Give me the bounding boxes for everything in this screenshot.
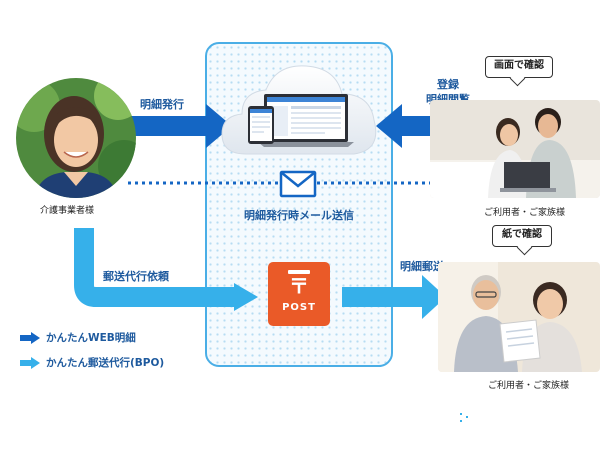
cloud-icon: [221, 65, 377, 155]
users-laptop-photo: [430, 100, 600, 198]
users-bottom-caption: ご利用者・ご家族様: [488, 381, 570, 391]
postal-request-label: 郵送代行依頼: [103, 270, 169, 283]
sparkle-dots: [460, 413, 468, 422]
postal-label: 明細郵送: [400, 260, 444, 273]
legend-arrow-dark-icon: [20, 331, 40, 344]
register-label-line1: 登録: [437, 78, 459, 91]
bubble-paper: 紙で確認: [492, 225, 552, 247]
provider-caption: 介護事業者様: [40, 206, 95, 216]
legend-arrow-light-icon: [20, 356, 40, 369]
bubble-screen: 画面で確認: [485, 56, 553, 78]
legend-item-web: かんたんWEB明細: [20, 330, 164, 345]
mail-envelope-icon: [279, 170, 317, 198]
arrow-postal: [342, 275, 446, 319]
legend-label-web: かんたんWEB明細: [46, 332, 136, 344]
postal-mark: 〒: [289, 274, 309, 298]
arrow-issue: [118, 104, 232, 148]
legend-item-bpo: かんたん郵送代行(BPO): [20, 355, 164, 370]
mail-label: 明細発行時メール送信: [244, 209, 354, 222]
post-slot: [288, 270, 310, 274]
post-text: POST: [282, 302, 316, 313]
legend: かんたんWEB明細 かんたん郵送代行(BPO): [20, 330, 164, 370]
provider-photo: [16, 78, 136, 198]
legend-label-bpo: かんたん郵送代行(BPO): [46, 357, 165, 369]
post-box-icon: 〒 POST: [268, 262, 330, 326]
issue-label: 明細発行: [140, 98, 184, 111]
users-top-caption: ご利用者・ご家族様: [484, 208, 566, 218]
users-paper-photo: [438, 262, 600, 372]
arrow-postal-request: [74, 228, 258, 311]
